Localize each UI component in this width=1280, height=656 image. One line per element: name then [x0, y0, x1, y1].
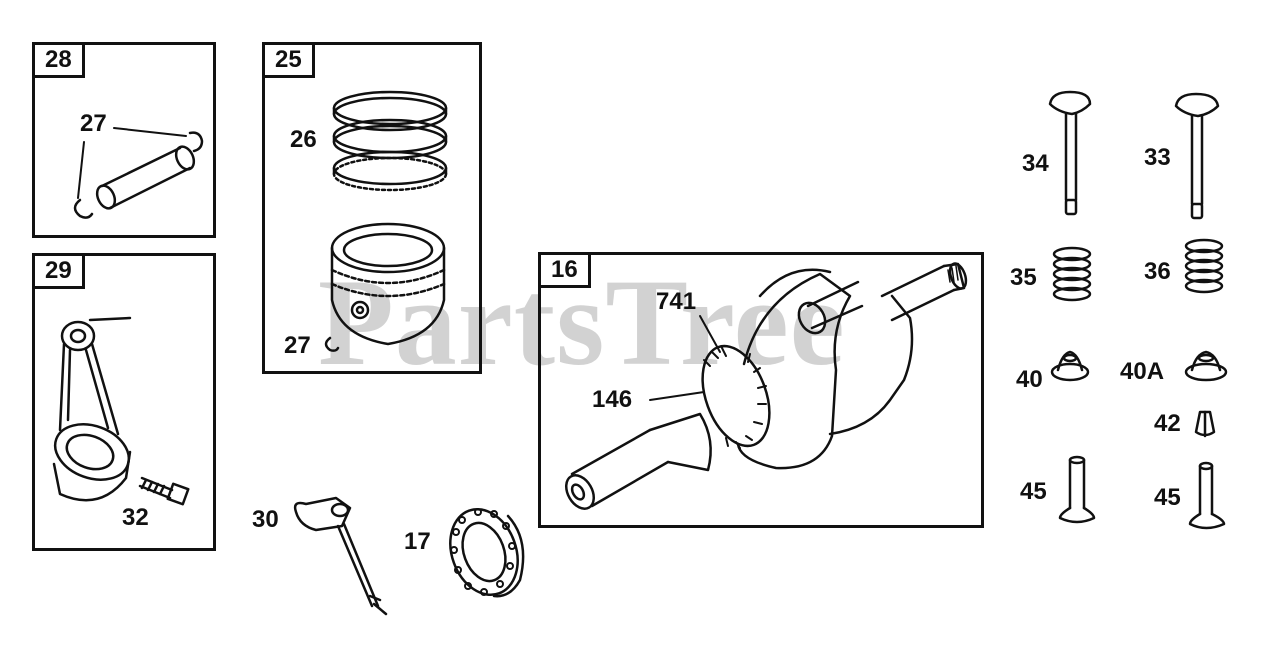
label-32-bolt: 32: [122, 504, 149, 531]
label-40a-retainer: 40A: [1120, 358, 1165, 385]
box-28: 28: [32, 42, 216, 238]
rod-bolt-drawing: [138, 476, 190, 506]
label-35-spring: 35: [1010, 264, 1037, 291]
box-29-tag: 29: [32, 253, 85, 289]
label-27-piston-clip: 27: [284, 332, 311, 359]
label-40-retainer: 40: [1016, 366, 1043, 393]
valve-spring-2-drawing: [1184, 238, 1224, 294]
label-27-pin-clip: 27: [80, 110, 107, 137]
valve-guide-1-drawing: [1058, 455, 1096, 524]
connecting-rod-drawing: [52, 316, 132, 502]
label-45-guide-1: 45: [1020, 478, 1047, 505]
piston-clip: [324, 336, 340, 352]
label-741-key: 741: [656, 288, 697, 315]
piston-rings-drawing: [332, 90, 448, 192]
retainer-40-drawing: [1050, 350, 1090, 382]
valve-guide-2-drawing: [1188, 461, 1226, 530]
intake-valve-drawing: [1174, 92, 1220, 220]
piston-pin-drawing: [95, 145, 196, 210]
label-42-keeper: 42: [1154, 410, 1181, 437]
pin-clip-1: [73, 198, 94, 219]
box-25: 25: [262, 42, 482, 374]
oil-dipper-drawing: [293, 496, 388, 616]
label-36-spring: 36: [1144, 258, 1171, 285]
label-146-gear: 146: [592, 386, 633, 413]
box-28-tag: 28: [32, 42, 85, 78]
keeper-42-drawing: [1194, 410, 1216, 438]
label-34-exhaust-valve: 34: [1022, 150, 1049, 177]
label-26-rings: 26: [290, 126, 317, 153]
label-45-guide-2: 45: [1154, 484, 1181, 511]
label-30-dipper: 30: [252, 506, 279, 533]
label-17-bearing: 17: [404, 528, 431, 555]
label-33-intake-valve: 33: [1144, 144, 1171, 171]
box-29: 29: [32, 253, 216, 551]
bearing-drawing: [449, 507, 525, 598]
box-25-tag: 25: [262, 42, 315, 78]
box-16: 16: [538, 252, 984, 528]
retainer-40a-drawing: [1184, 350, 1228, 382]
piston-drawing: [330, 222, 446, 346]
valve-spring-1-drawing: [1052, 246, 1092, 302]
exhaust-valve-drawing: [1048, 90, 1092, 216]
pin-clip-2: [188, 131, 204, 153]
box-16-tag: 16: [538, 252, 591, 288]
